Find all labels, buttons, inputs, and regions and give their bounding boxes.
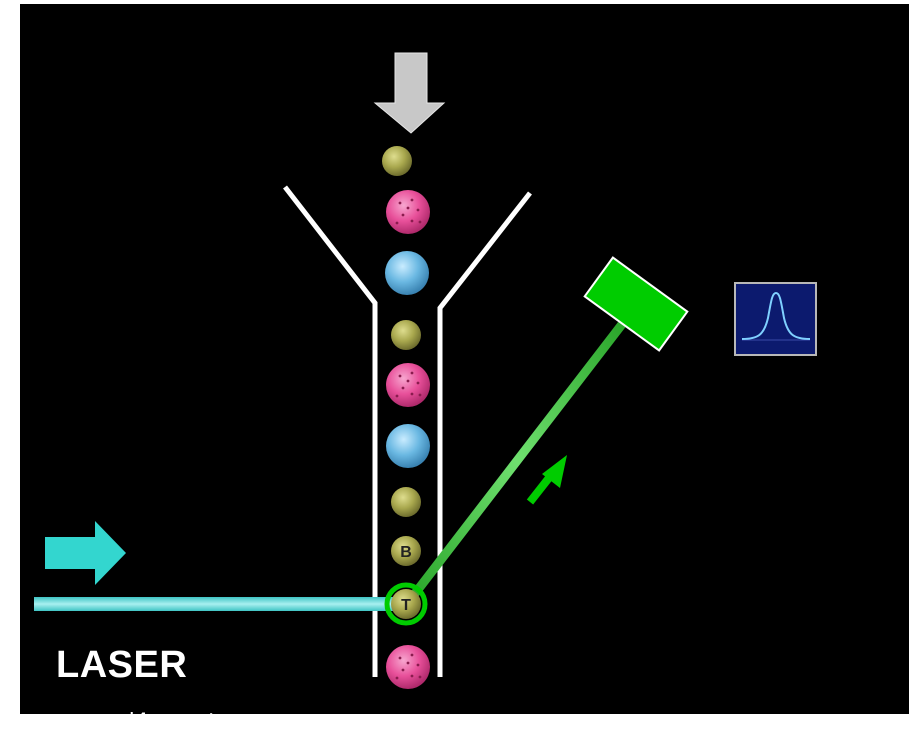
bead-b-label: B xyxy=(400,544,412,561)
scatter-beam xyxy=(406,320,627,603)
histogram-monitor-icon xyxy=(734,282,817,356)
right-arrow-icon xyxy=(45,521,126,585)
pink-cell xyxy=(386,645,430,689)
detector-icon xyxy=(583,256,689,352)
pink-cell xyxy=(386,190,430,234)
blue-cell xyxy=(386,424,430,468)
bead-b: B xyxy=(391,536,421,566)
nozzle-left-wall xyxy=(283,185,378,677)
bead-t-label: T xyxy=(401,597,411,614)
diagram-background xyxy=(20,4,909,714)
pink-cell xyxy=(386,363,430,407)
small-bead xyxy=(391,487,421,517)
bead-t: T xyxy=(384,582,428,626)
down-arrow-icon xyxy=(373,52,446,134)
laser-label: LASER xyxy=(56,644,188,686)
small-bead xyxy=(382,146,412,176)
laser-beam xyxy=(34,597,396,611)
cell-stream: B T xyxy=(382,146,430,689)
watermark-url: www.med4you.at xyxy=(28,710,217,735)
small-bead xyxy=(391,320,421,350)
up-right-arrow-icon xyxy=(526,455,567,505)
blue-cell xyxy=(385,251,429,295)
